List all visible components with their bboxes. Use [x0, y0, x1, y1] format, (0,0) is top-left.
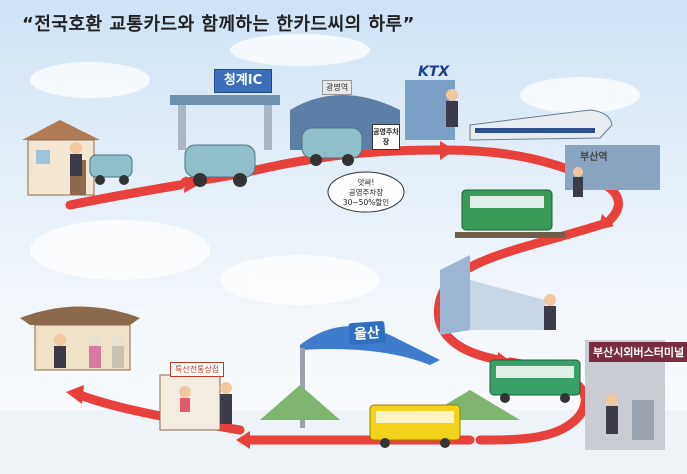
bubble-line-1: 앗싸! — [357, 178, 375, 187]
ic-sign: 청계IC — [214, 69, 272, 93]
person-1 — [70, 142, 82, 176]
station-name-sign: 광명역 — [322, 80, 353, 95]
terminal-sign: 부산시외버스터미널 — [589, 342, 687, 362]
tollgate — [170, 95, 280, 150]
car-2 — [184, 144, 256, 187]
house — [22, 120, 100, 196]
shop-sign: 특산전통상점 — [170, 362, 225, 377]
ktx-station — [405, 80, 458, 140]
ulsan-sign: 울산 — [348, 320, 386, 346]
speech-bubble-text: 앗싸! 공영주차장 30~50%할인 — [330, 178, 402, 208]
speech-bubble — [327, 171, 405, 213]
green-bus — [489, 359, 581, 403]
shop-stall — [159, 374, 232, 431]
subway-train — [455, 189, 565, 238]
ktx-logo: KTX — [418, 64, 450, 80]
yellow-bus — [369, 404, 461, 448]
clouds — [30, 34, 640, 305]
hanok-house — [20, 306, 140, 371]
ktx-train — [469, 109, 613, 141]
parking-sign: 공영주차장 — [372, 124, 400, 150]
page-title: “전국호환 교통카드와 함께하는 한카드씨의 하루” — [22, 14, 415, 35]
car-3 — [301, 127, 363, 166]
glass-building — [440, 255, 556, 335]
busan-station-building — [565, 145, 660, 197]
car-1 — [89, 154, 133, 185]
bubble-line-3: 30~50%할인 — [342, 198, 390, 207]
busan-station-sign: 부산역 — [580, 152, 608, 163]
bubble-line-2: 공영주차장 — [348, 188, 384, 197]
